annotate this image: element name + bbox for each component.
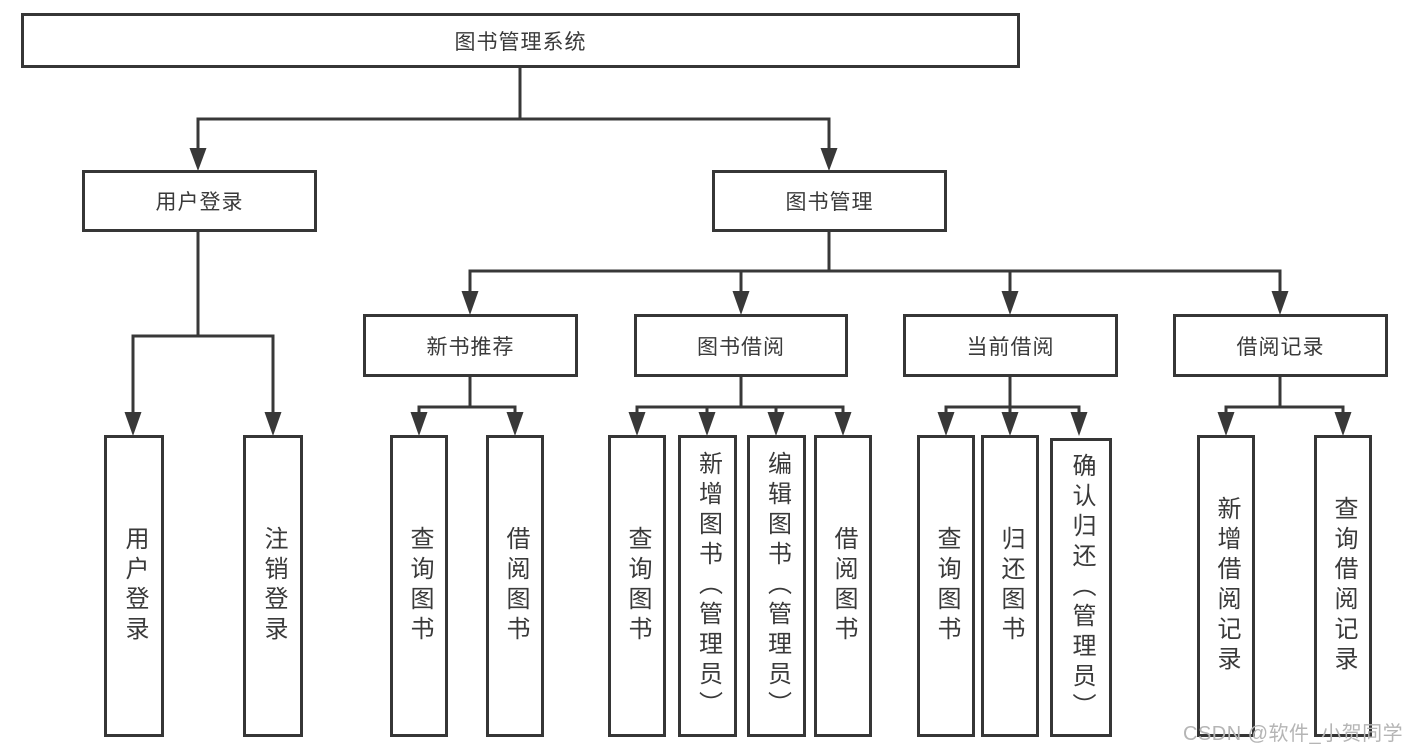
node-label: 图书借阅 bbox=[697, 335, 785, 359]
leaf-borrow-books-borrowing: 借阅图书 bbox=[814, 435, 872, 737]
node-label: 借阅记录 bbox=[1236, 335, 1325, 359]
leaf-label: 查询借阅记录 bbox=[1330, 496, 1357, 676]
node-label: 当前借阅 bbox=[966, 335, 1055, 359]
leaf-return-books: 归还图书 bbox=[981, 435, 1039, 737]
leaf-confirm-return-admin: 确认归还（管理员） bbox=[1050, 438, 1112, 737]
leaf-label: 借阅图书 bbox=[502, 526, 529, 646]
leaf-label: 查询图书 bbox=[933, 526, 960, 646]
leaf-label: 查询图书 bbox=[624, 526, 651, 646]
leaf-label: 借阅图书 bbox=[830, 526, 857, 646]
csdn-watermark: CSDN @软件_小贺同学 bbox=[1183, 723, 1404, 745]
node-label: 用户登录 bbox=[155, 191, 244, 214]
node-borrowing-records: 借阅记录 bbox=[1173, 314, 1388, 377]
leaf-label: 注销登录 bbox=[260, 526, 287, 646]
leaf-label: 归还图书 bbox=[997, 526, 1024, 646]
node-book-borrowing: 图书借阅 bbox=[634, 314, 848, 377]
leaf-query-books-borrowing: 查询图书 bbox=[608, 435, 666, 737]
leaf-borrow-books-recommendation: 借阅图书 bbox=[486, 435, 544, 737]
leaf-label: 查询图书 bbox=[406, 526, 433, 646]
leaf-add-book-admin: 新增图书（管理员） bbox=[678, 435, 737, 737]
node-label: 图书管理 bbox=[785, 191, 874, 214]
node-current-borrowing: 当前借阅 bbox=[903, 314, 1118, 377]
node-label: 新书推荐 bbox=[426, 335, 515, 359]
leaf-edit-book-admin: 编辑图书（管理员） bbox=[747, 435, 806, 737]
leaf-label: 用户登录 bbox=[121, 526, 148, 646]
node-library-management-system: 图书管理系统 bbox=[21, 13, 1020, 68]
leaf-label: 确认归还（管理员） bbox=[1068, 452, 1095, 723]
node-book-management: 图书管理 bbox=[712, 170, 947, 232]
leaf-add-borrow-record: 新增借阅记录 bbox=[1197, 435, 1255, 737]
leaf-label: 编辑图书（管理员） bbox=[763, 451, 791, 721]
leaf-label: 新增借阅记录 bbox=[1213, 496, 1240, 676]
leaf-query-books-recommendation: 查询图书 bbox=[390, 435, 448, 737]
node-new-book-recommendation: 新书推荐 bbox=[363, 314, 578, 377]
leaf-label: 新增图书（管理员） bbox=[694, 451, 722, 721]
leaf-query-borrow-record: 查询借阅记录 bbox=[1314, 435, 1372, 737]
leaf-logout: 注销登录 bbox=[243, 435, 303, 737]
node-user-login: 用户登录 bbox=[82, 170, 317, 232]
node-label: 图书管理系统 bbox=[454, 30, 587, 54]
leaf-user-login: 用户登录 bbox=[104, 435, 164, 737]
leaf-query-books-current: 查询图书 bbox=[917, 435, 975, 737]
